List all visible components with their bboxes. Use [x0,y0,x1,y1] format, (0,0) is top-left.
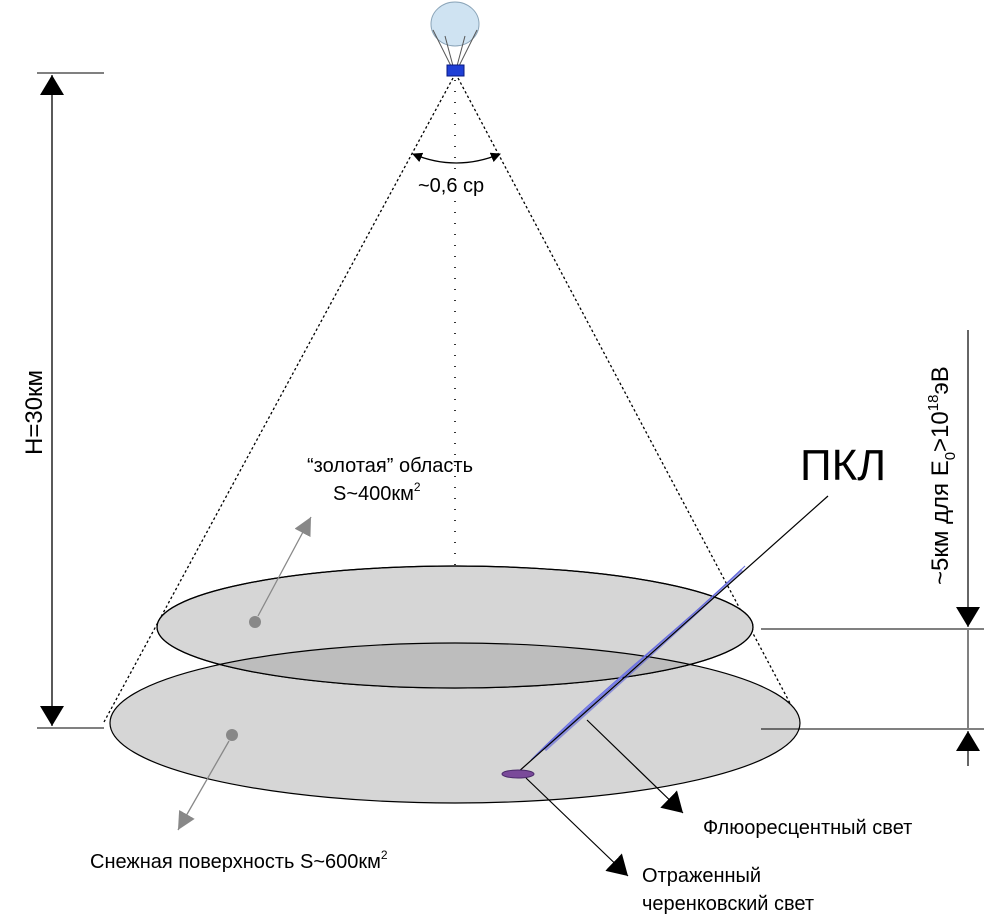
snow-surface-label: Снежная поверхность S~600км2 [90,848,388,873]
golden-area-dot [249,616,261,628]
fluorescent-pointer [586,719,684,814]
cherenkov-label-line2: черенковский свет [642,893,814,915]
golden-area-label-line1: “золотая” область [307,455,473,477]
angle-arc [412,152,501,164]
shower-axis-line [516,495,829,774]
golden-area-pointer [257,516,312,617]
height-label: H=30км [21,370,48,455]
snow-surface-pointer [177,740,230,831]
cherenkov-label-line1: Отраженный [642,865,761,887]
reflection-spot [501,769,535,779]
energy-label: ~5км для E0>1018эВ [925,366,959,585]
pkl-label: ПКЛ [800,441,886,490]
cherenkov-pointer [525,777,629,877]
cone-right-edge [457,77,801,723]
golden-area-label-line2: S~400км2 [333,480,421,505]
cone-left-edge [103,77,454,723]
fluorescent-label: Флюоресцентный свет [703,817,912,839]
angle-label: ~0,6 ср [418,175,484,197]
snow-surface-dot [226,729,238,741]
balloon-icon [430,1,480,77]
